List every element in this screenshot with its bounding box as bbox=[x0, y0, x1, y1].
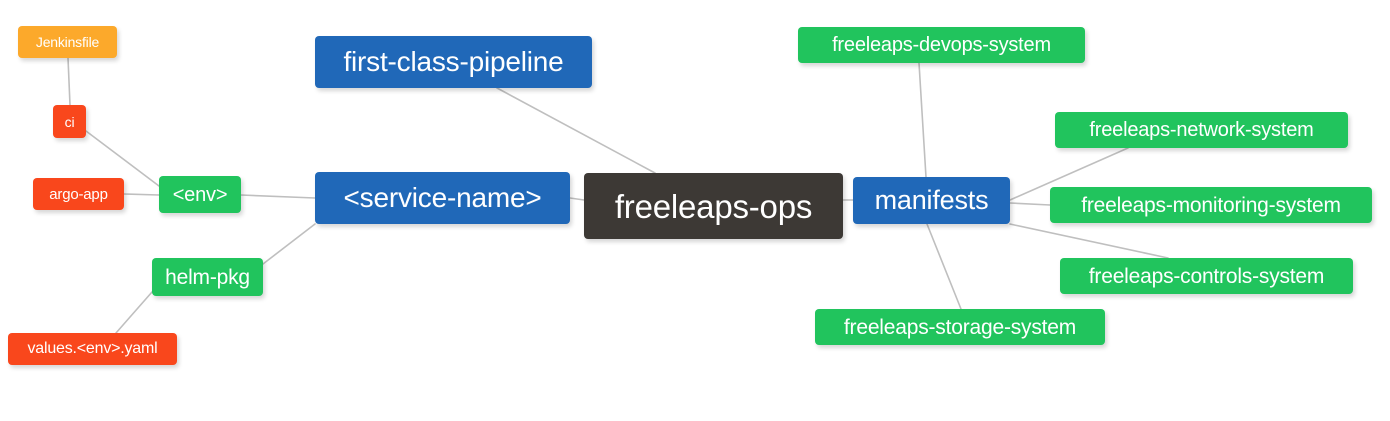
edge-argo-app-to-env bbox=[123, 193, 160, 196]
edge-jenkinsfile-to-ci bbox=[67, 57, 71, 106]
node-service-name[interactable]: <service-name> bbox=[315, 172, 570, 224]
node-freeleaps-monitoring-system[interactable]: freeleaps-monitoring-system bbox=[1050, 187, 1372, 223]
edge-helm-pkg-to-service-name bbox=[262, 223, 316, 265]
node-values-env-yaml[interactable]: values.<env>.yaml bbox=[8, 333, 177, 365]
node-freeleaps-controls-system[interactable]: freeleaps-controls-system bbox=[1060, 258, 1353, 294]
edge-manifests-to-freeleaps-devops-system bbox=[918, 62, 927, 178]
node-ci[interactable]: ci bbox=[53, 105, 86, 138]
edge-manifests-to-freeleaps-controls-system bbox=[1009, 223, 1169, 259]
node-jenkinsfile[interactable]: Jenkinsfile bbox=[18, 26, 117, 58]
node-argo-app[interactable]: argo-app bbox=[33, 178, 124, 210]
node-first-class-pipeline[interactable]: first-class-pipeline bbox=[315, 36, 592, 88]
node-freeleaps-network-system[interactable]: freeleaps-network-system bbox=[1055, 112, 1348, 148]
edge-service-name-to-freeleaps-ops bbox=[569, 197, 585, 201]
edge-env-to-service-name bbox=[240, 194, 316, 199]
node-freeleaps-devops-system[interactable]: freeleaps-devops-system bbox=[798, 27, 1085, 63]
edge-manifests-to-freeleaps-storage-system bbox=[926, 223, 962, 310]
node-manifests[interactable]: manifests bbox=[853, 177, 1010, 224]
node-helm-pkg[interactable]: helm-pkg bbox=[152, 258, 263, 296]
node-env[interactable]: <env> bbox=[159, 176, 241, 213]
node-freeleaps-ops[interactable]: freeleaps-ops bbox=[584, 173, 843, 239]
edge-first-class-pipeline-to-freeleaps-ops bbox=[496, 87, 656, 174]
edge-values-env-yaml-to-helm-pkg bbox=[115, 291, 153, 334]
edge-manifests-to-freeleaps-monitoring-system bbox=[1009, 202, 1051, 206]
node-freeleaps-storage-system[interactable]: freeleaps-storage-system bbox=[815, 309, 1105, 345]
